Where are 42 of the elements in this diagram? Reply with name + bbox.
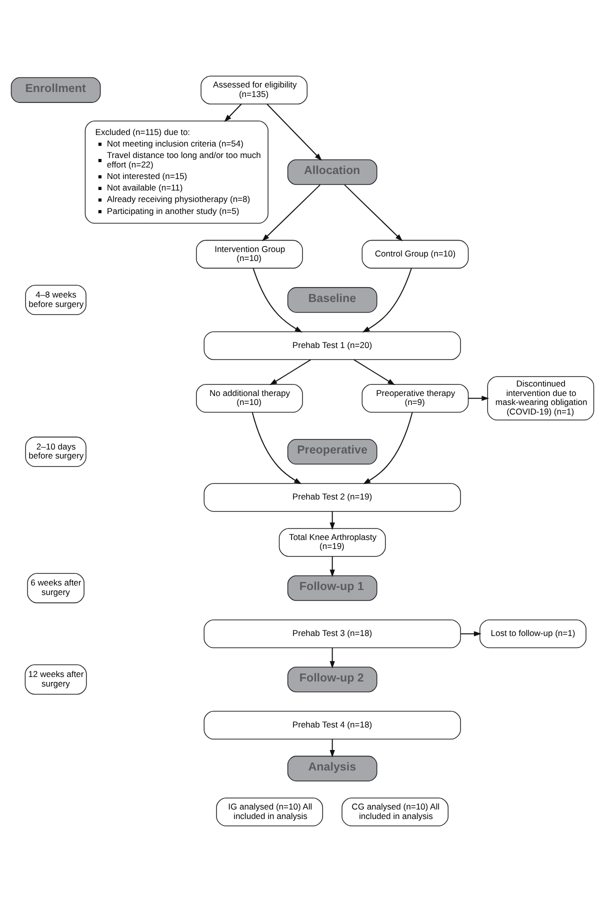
node-box: Control Group (n=10) <box>362 239 469 268</box>
node-box: Intervention Group (n=10) <box>196 239 303 268</box>
arrow <box>266 103 322 160</box>
node-box: Follow-up 1 <box>287 574 378 600</box>
arrow <box>362 268 412 332</box>
arrow <box>363 412 413 484</box>
arrow <box>330 511 335 530</box>
arrow <box>354 358 396 385</box>
node-box: Total Knee Arthroplasty (n=19) <box>278 528 386 556</box>
arrow <box>330 556 335 577</box>
node-box: Follow-up 2 <box>287 666 378 692</box>
arrow <box>344 184 403 241</box>
node-box: Preoperative therapy (n=9) <box>362 384 469 412</box>
node-box: Prehab Test 4 (n=18) <box>204 710 461 740</box>
node-box: 6 weeks after surgery <box>27 572 84 603</box>
node-box: Preoperative <box>287 438 378 464</box>
node-box: Assessed for eligibility (n=135) <box>200 75 308 104</box>
node-box: No additional therapy (n=10) <box>196 384 303 412</box>
arrow <box>262 184 320 241</box>
arrow <box>270 358 312 385</box>
node-box: 2–10 days before surgery <box>25 436 86 466</box>
node-box: Allocation <box>287 158 378 184</box>
arrow <box>252 412 302 484</box>
node-box: Prehab Test 2 (n=19) <box>204 482 461 512</box>
arrow <box>330 647 335 668</box>
node-box: Lost to follow-up (n=1) <box>480 618 586 648</box>
node-box: Discontinued intervention due to mask-wearing obligation (COVID-19) (n=1) <box>487 376 594 420</box>
node-box: 12 weeks after surgery <box>24 664 87 694</box>
node-box: CG analysed (n=10) All included in analysis <box>342 797 449 826</box>
node-box: Prehab Test 1 (n=20) <box>204 330 461 360</box>
node-box: Enrollment <box>10 76 101 102</box>
arrow <box>460 630 482 636</box>
node-box: Prehab Test 3 (n=18) <box>204 618 461 648</box>
arrow <box>224 103 242 122</box>
node-box: IG analysed (n=10) All included in analysis <box>216 797 324 826</box>
node-box: Excluded (n=115) due to: Not meeting inclusion criteria (n=54) Travel distance too long and/or too much effort (n=22) Not interested (n=15) Not available (n=11) Already receiving physiotherapy (n=8) Participating in another study (n=5) <box>84 120 268 224</box>
node-box: Analysis <box>287 755 378 781</box>
arrow <box>468 395 490 400</box>
node-box: Baseline <box>287 286 378 312</box>
arrow <box>330 738 335 757</box>
arrow <box>252 268 302 332</box>
node-box: 4–8 weeks before surgery <box>25 284 86 315</box>
